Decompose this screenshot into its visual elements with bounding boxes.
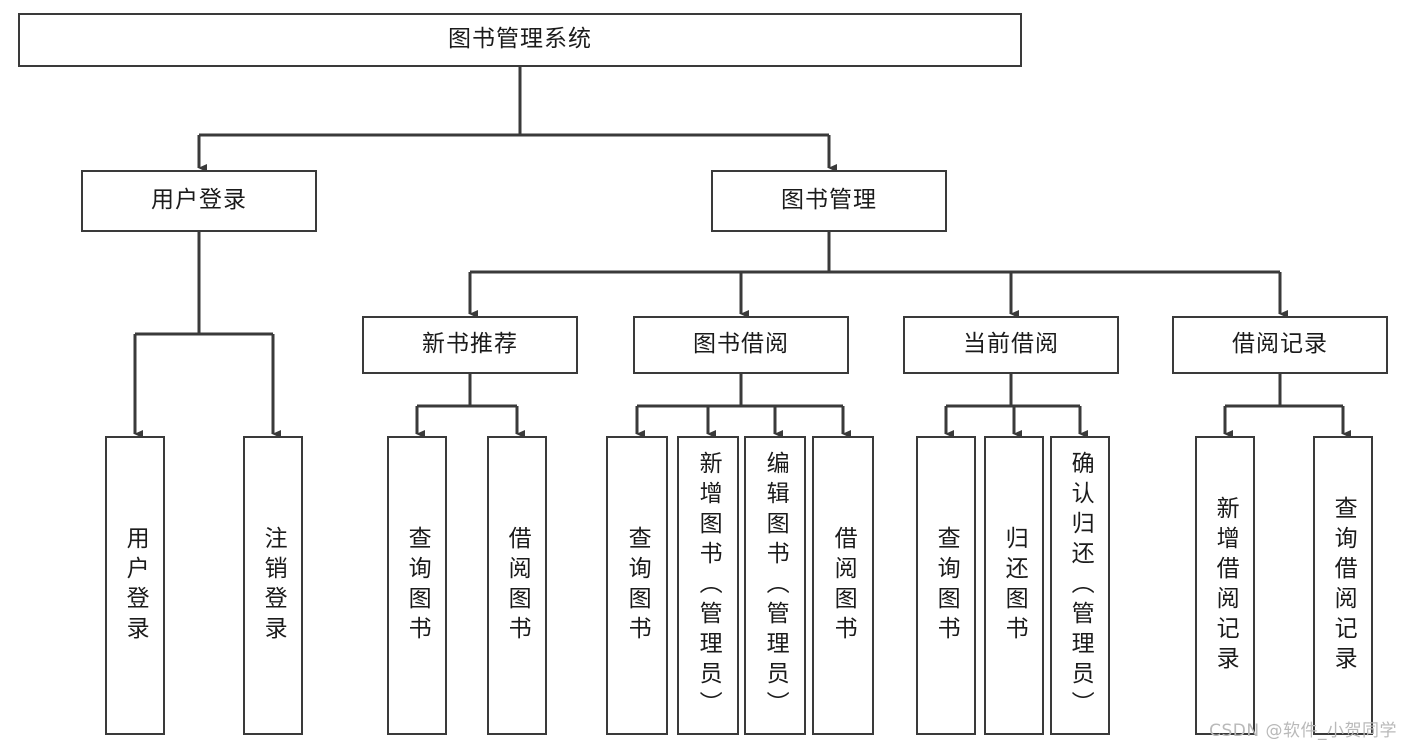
- node-label: 注销登录: [260, 525, 287, 646]
- node-leaf-login-1[interactable]: 用户登录: [105, 436, 165, 735]
- node-leaf-new-1[interactable]: 查询图书: [387, 436, 447, 735]
- node-leaf-bor-3[interactable]: 编辑图书（管理员）: [744, 436, 806, 735]
- node-current[interactable]: 当前借阅: [903, 316, 1119, 374]
- node-label: 新增图书（管理员）: [695, 450, 722, 721]
- watermark-label: CSDN @软件_小贺同学: [1209, 721, 1397, 741]
- node-label: 归还图书: [1001, 525, 1028, 646]
- node-label: 图书借阅: [693, 331, 789, 358]
- node-borrow[interactable]: 图书借阅: [633, 316, 849, 374]
- node-label: 借阅记录: [1232, 331, 1328, 358]
- node-label: 借阅图书: [830, 525, 857, 646]
- node-leaf-bor-2[interactable]: 新增图书（管理员）: [677, 436, 739, 735]
- node-bookmgmt[interactable]: 图书管理: [711, 170, 947, 232]
- node-root[interactable]: 图书管理系统: [18, 13, 1022, 67]
- node-leaf-rec-1[interactable]: 新增借阅记录: [1195, 436, 1255, 735]
- node-label: 新书推荐: [422, 331, 518, 358]
- node-label: 图书管理: [781, 187, 877, 214]
- node-label: 查询图书: [933, 525, 960, 646]
- node-label: 确认归还（管理员）: [1067, 450, 1094, 721]
- node-label: 查询借阅记录: [1330, 495, 1357, 676]
- node-leaf-login-2[interactable]: 注销登录: [243, 436, 303, 735]
- node-label: 借阅图书: [504, 525, 531, 646]
- node-label: 查询图书: [624, 525, 651, 646]
- node-label: 编辑图书（管理员）: [762, 450, 789, 721]
- node-leaf-new-2[interactable]: 借阅图书: [487, 436, 547, 735]
- node-login[interactable]: 用户登录: [81, 170, 317, 232]
- node-leaf-bor-1[interactable]: 查询图书: [606, 436, 668, 735]
- node-label: 当前借阅: [963, 331, 1059, 358]
- node-records[interactable]: 借阅记录: [1172, 316, 1388, 374]
- node-leaf-cur-3[interactable]: 确认归还（管理员）: [1050, 436, 1110, 735]
- node-label: 新增借阅记录: [1212, 495, 1239, 676]
- node-label: 用户登录: [151, 187, 247, 214]
- edges-group: [133, 67, 1351, 438]
- node-leaf-cur-1[interactable]: 查询图书: [916, 436, 976, 735]
- node-newbook[interactable]: 新书推荐: [362, 316, 578, 374]
- node-label: 查询图书: [404, 525, 431, 646]
- node-leaf-bor-4[interactable]: 借阅图书: [812, 436, 874, 735]
- node-leaf-cur-2[interactable]: 归还图书: [984, 436, 1044, 735]
- node-label: 图书管理系统: [448, 26, 592, 53]
- node-leaf-rec-2[interactable]: 查询借阅记录: [1313, 436, 1373, 735]
- node-label: 用户登录: [122, 525, 149, 646]
